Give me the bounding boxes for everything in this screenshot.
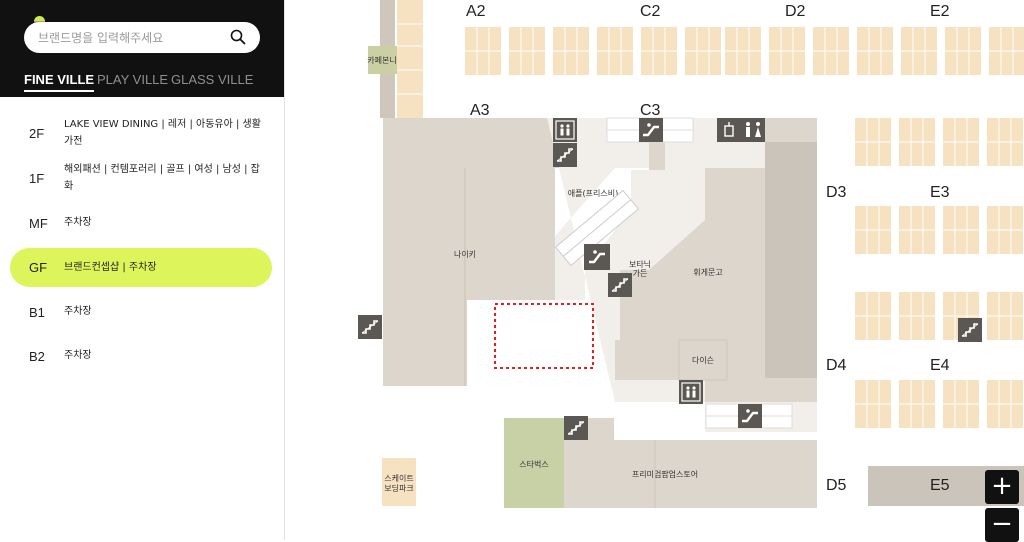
store-cafe[interactable] [368,46,397,74]
floor-panel: FINE VILLE PLAY VILLE GLASS VILLE 2F LAK… [0,0,285,540]
floor-level: 2F [29,126,45,141]
floor-description: 주차장 [64,350,92,361]
floor-level: MF [29,216,48,231]
parking-strip [397,0,423,118]
zone-label: E4 [930,357,950,374]
floor-item-1f[interactable]: 1F 해외패션 | 컨템포러리 | 골프 | 여성 | 남성 | 잡화 [10,158,272,198]
stairs-icon[interactable] [608,273,632,297]
zone-label: C2 [640,3,661,20]
floor-description: 해외패션 | 컨템포러리 | 골프 | 여성 | 남성 | 잡화 [64,164,260,192]
tab-play-ville[interactable]: PLAY VILLE [97,72,169,87]
floor-description: 주차장 [64,306,92,317]
floor-item-gf[interactable]: GF 브랜드컨셉샵 | 주차장 [10,248,272,287]
map-canvas: 카페본니 다이슨 나이키 애플(프리스비) 휘게문고 보타닉 가든 [358,0,1024,508]
zone-label: E3 [930,184,950,201]
store-label-direct-1: 보타닉 [629,260,651,269]
elevator-icon[interactable] [679,380,703,404]
zone-label: D4 [826,357,847,374]
logo-icon [34,16,45,27]
store-label-marmot: 애플(프리스비) [568,189,618,198]
floor-level: B1 [29,305,45,320]
zone-label: E5 [930,477,950,494]
building-east [765,142,817,378]
floor-map[interactable]: 카페본니 다이슨 나이키 애플(프리스비) 휘게문고 보타닉 가든 [285,0,1024,540]
zone-label: A3 [470,102,490,119]
store-label-popup: 프리미엄팝업스토어 [632,469,698,479]
panel-header: FINE VILLE PLAY VILLE GLASS VILLE [0,0,284,97]
store-label-nike: 나이키 [454,249,476,259]
zone-label: D5 [826,477,847,494]
corridor [547,118,817,432]
stairs-icon[interactable] [958,318,982,342]
search-icon[interactable] [230,29,246,45]
selection-highlight [494,303,594,369]
floor-item-b1[interactable]: B1 주차장 [10,293,272,331]
store-label-fuji: 휘게문고 [693,267,722,277]
store-label-cafe: 카페본니 [367,55,396,65]
zoom-out-label: − [991,509,1013,539]
search-input[interactable] [38,22,228,53]
floor-item-b2[interactable]: B2 주차장 [10,337,272,375]
floor-level: 1F [29,171,45,186]
tab-fine-ville[interactable]: FINE VILLE [24,72,95,92]
restroom-icon[interactable] [741,118,765,142]
escalator-icon[interactable] [639,118,663,142]
store-label-daiso: 다이슨 [692,355,714,365]
skate-label-1: 스케이트 [384,473,413,483]
escalator-icon[interactable] [738,404,762,428]
drinking-fountain-icon[interactable] [717,118,741,142]
floor-description: LAKE VIEW DINING | 레저 | 아동유아 | 생활가전 [64,119,261,147]
stairs-icon[interactable] [553,143,577,167]
zoom-out-button[interactable]: − [985,508,1019,542]
stairs-icon[interactable] [358,315,382,339]
zoom-in-button[interactable]: + [985,470,1019,504]
skate-label-2: 보딩파크 [384,483,413,493]
search-box [24,22,260,53]
stairs-icon[interactable] [564,416,588,440]
floor-item-2f[interactable]: 2F LAKE VIEW DINING | 레저 | 아동유아 | 생활가전 [10,113,272,153]
zone-label: E2 [930,3,950,20]
skate-park[interactable] [382,458,416,506]
zone-label: A2 [466,3,486,20]
zone-label: C3 [640,102,661,119]
elevator-icon[interactable] [553,118,577,142]
zoom-in-label: + [991,471,1013,501]
escalator-icon[interactable] [584,244,610,270]
floor-description: 주차장 [64,217,92,228]
tab-glass-ville[interactable]: GLASS VILLE [171,72,254,87]
floor-item-mf[interactable]: MF 주차장 [10,204,272,242]
store-starbucks[interactable] [504,418,564,508]
floor-level: GF [29,260,48,275]
zone-label: D3 [826,184,847,201]
store-label-starbucks: 스타벅스 [519,459,548,469]
zone-label: D2 [785,3,806,20]
store-label-direct-2: 가든 [633,269,648,278]
floor-description: 브랜드컨셉샵 | 주차장 [64,262,157,273]
floor-level: B2 [29,349,45,364]
